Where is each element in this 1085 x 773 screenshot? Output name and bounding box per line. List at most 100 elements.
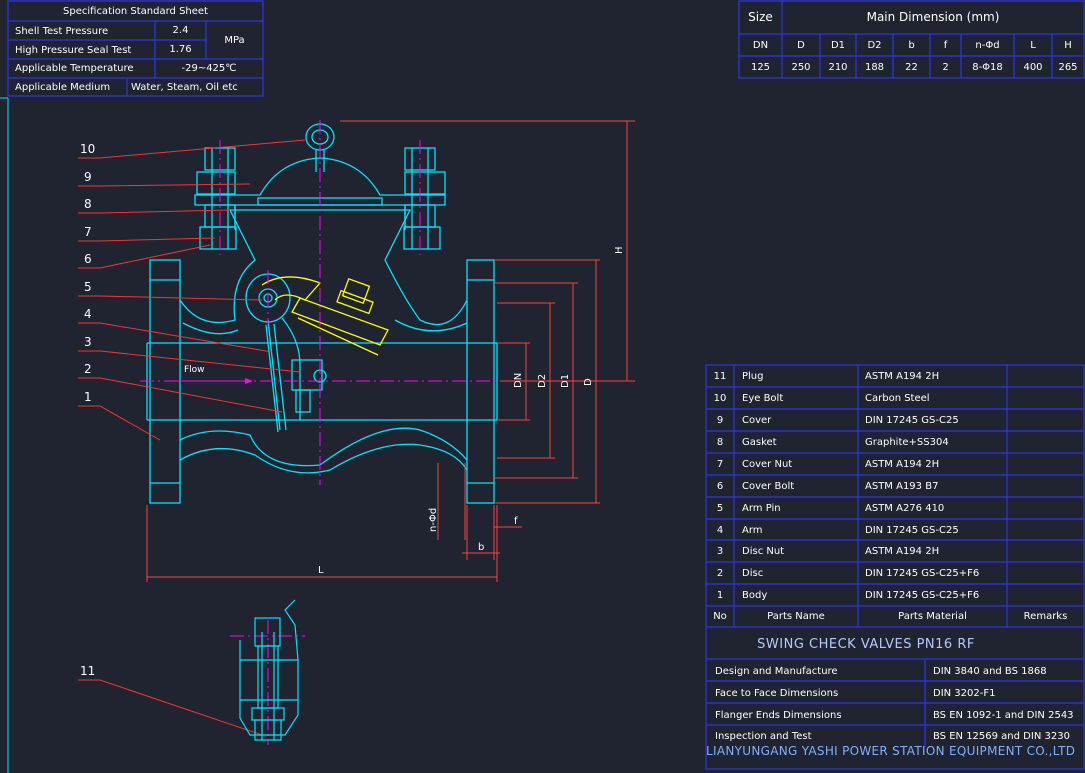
dim-label-DN: DN	[513, 373, 524, 388]
dim-col-l: L	[1030, 40, 1036, 51]
part-material: ASTM A193 B7	[865, 481, 939, 492]
part-no: 11	[713, 371, 727, 382]
part-material: ASTM A194 2H	[865, 371, 940, 382]
dim-col-d1: D1	[830, 40, 846, 51]
spec-label-medium: Applicable Medium	[15, 82, 111, 93]
company-name: LIANYUNGANG YASHI POWER STATION EQUIPMEN…	[706, 744, 1076, 758]
dim-label-D1: D1	[560, 374, 571, 388]
dim-col-dn: DN	[752, 40, 769, 51]
spec-label-seal-test: High Pressure Seal Test	[15, 45, 132, 56]
part-name: Cover	[742, 415, 772, 426]
drawing-title: SWING CHECK VALVES PN16 RF	[757, 637, 975, 652]
spec-value-shell-test: 2.4	[172, 25, 189, 36]
part-name: Body	[742, 590, 768, 601]
dim-label-D: D	[583, 378, 594, 386]
part-no: 3	[716, 546, 724, 557]
part-material: ASTM A194 2H	[865, 546, 940, 557]
dim-col-d2: D2	[867, 40, 882, 51]
parts-header-no: No	[713, 611, 727, 622]
callout-3: 3	[84, 335, 92, 349]
part-name: Eye Bolt	[742, 393, 784, 404]
part-material: DIN 17245 GS-C25	[865, 415, 959, 426]
leader-lines	[78, 139, 306, 736]
dim-val-b: 22	[905, 62, 918, 73]
dim-val-l: 400	[1023, 62, 1043, 73]
dimension-lines	[146, 120, 635, 582]
spec-sheet-grid	[7, 0, 264, 97]
part-no: 8	[716, 437, 724, 448]
dim-label-H: H	[614, 246, 625, 254]
flow-label: Flow	[184, 365, 205, 375]
dim-label-f: f	[514, 516, 518, 527]
dim-label-b: b	[478, 542, 484, 553]
part-no: 10	[713, 393, 727, 404]
part-no: 4	[716, 525, 724, 536]
callout-7: 7	[84, 225, 92, 239]
part-name: Plug	[742, 371, 764, 382]
dim-val-dn: 125	[750, 62, 771, 73]
dim-val-d2: 188	[864, 62, 885, 73]
part-name: Cover Bolt	[742, 481, 795, 492]
standard-label: Design and Manufacture	[715, 666, 838, 677]
part-no: 6	[716, 481, 724, 492]
dim-col-nd: n-Φd	[975, 40, 1000, 51]
part-name: Disc Nut	[742, 546, 785, 557]
dim-table-size-header: Size	[748, 10, 773, 24]
callout-10: 10	[80, 142, 95, 156]
part-name: Cover Nut	[742, 459, 793, 470]
dim-col-f: f	[943, 40, 948, 51]
part-name: Arm Pin	[742, 503, 781, 514]
dim-val-f: 2	[942, 62, 949, 73]
spec-value-medium: Water, Steam, Oil etc	[131, 82, 238, 93]
standard-label: Face to Face Dimensions	[715, 688, 839, 699]
part-name: Arm	[742, 525, 763, 536]
standard-label: Flanger Ends Dimensions	[715, 710, 842, 721]
callout-numbers: 10 9 8 7 6 5 4 3 2 1 11	[80, 142, 95, 678]
standard-label: Inspection and Test	[715, 731, 812, 742]
part-material: Graphite+SS304	[865, 437, 949, 448]
callout-11: 11	[80, 664, 95, 678]
callout-6: 6	[84, 252, 92, 266]
parts-table-grid	[705, 364, 1085, 770]
part-material: DIN 17245 GS-C25+F6	[865, 568, 980, 579]
callout-5: 5	[84, 280, 92, 294]
parts-header-name: Parts Name	[767, 611, 825, 622]
dim-label-nd: n-Φd	[428, 508, 439, 532]
dim-val-h: 265	[1058, 62, 1078, 73]
part-no: 9	[716, 415, 724, 426]
part-no: 5	[716, 503, 724, 514]
parts-header-material: Parts Material	[898, 611, 967, 622]
part-no: 7	[716, 459, 724, 470]
spec-value-temperature: -29~425℃	[181, 63, 237, 74]
part-name: Disc	[742, 568, 764, 579]
flow-arrow-icon	[245, 378, 253, 384]
spec-value-seal-test: 1.76	[169, 44, 192, 55]
spec-unit: MPa	[224, 35, 245, 46]
centerlines	[140, 120, 505, 745]
spec-label-temperature: Applicable Temperature	[15, 63, 134, 74]
dim-table-main-header: Main Dimension (mm)	[866, 10, 1000, 24]
dimension-labels: H DN D2 D1 D n-Φd f b L	[318, 246, 625, 576]
dim-label-D2: D2	[537, 374, 548, 388]
dimension-table-grid	[738, 0, 1085, 79]
standard-value: DIN 3840 and BS 1868	[933, 666, 1047, 677]
dim-val-d: 250	[791, 62, 811, 73]
callout-4: 4	[84, 307, 92, 321]
standard-value: BS EN 1092-1 and DIN 2543	[933, 710, 1074, 721]
part-no: 1	[716, 590, 724, 601]
standard-value: BS EN 12569 and DIN 3230	[933, 731, 1070, 742]
dim-label-L: L	[318, 565, 324, 576]
dim-col-d: D	[797, 40, 805, 51]
dim-val-d1: 210	[828, 62, 848, 73]
part-name: Gasket	[742, 437, 777, 448]
dim-val-nd: 8-Φ18	[972, 62, 1003, 73]
part-no: 2	[716, 568, 724, 579]
swing-arm-open	[261, 276, 389, 356]
part-material: DIN 17245 GS-C25+F6	[865, 590, 980, 601]
part-material: ASTM A194 2H	[865, 459, 940, 470]
standard-value: DIN 3202-F1	[933, 688, 996, 699]
callout-9: 9	[84, 170, 92, 184]
valve-body	[146, 123, 498, 504]
callout-2: 2	[84, 362, 92, 376]
